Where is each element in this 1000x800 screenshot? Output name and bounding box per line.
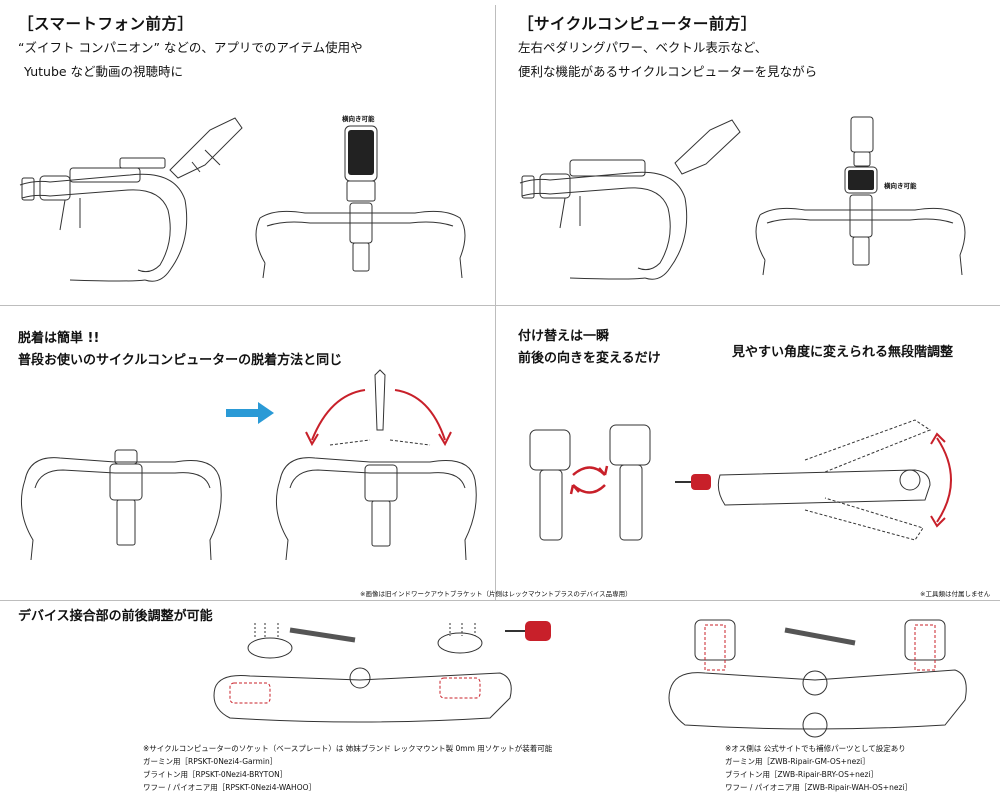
panel-device-adjust: デバイス接合部の前後調整が可能	[18, 606, 418, 628]
panel-smartphone-front: ［スマートフォン前方］ “ズイフト コンパニオン” などの、アプリでのアイテム使…	[18, 12, 488, 84]
panel-title: ［スマートフォン前方］	[18, 15, 194, 33]
illustration-adjust-left	[213, 623, 512, 723]
note-line: ※サイクルコンピューターのソケット（ベースプレート）は 姉妹ブランド レックマウ…	[143, 744, 553, 753]
text-line: Yutube など動画の視聴時に	[24, 64, 184, 79]
text-line: “ズイフト コンパニオン” などの、アプリでのアイテム使用や	[18, 40, 363, 55]
note-line: ワフー / パイオニア用［RPSKT-0Nezi4-WAHOO］	[143, 783, 316, 792]
illustration-front-view-phone	[255, 125, 466, 279]
text-line: 付け替えは一瞬	[518, 329, 610, 344]
illustration-side-view-phone	[19, 117, 243, 282]
note-line: ワフー / パイオニア用［ZWB-Ripair-WAH-OS+nezi］	[725, 783, 912, 792]
text-line: 前後の向きを変えるだけ	[518, 351, 661, 366]
panel-description: “ズイフト コンパニオン” などの、アプリでのアイテム使用や Yutube など…	[18, 36, 488, 84]
panel-quick-swap: 付け替えは一瞬 前後の向きを変えるだけ	[518, 326, 718, 370]
vertical-divider-top	[495, 5, 496, 600]
text-line: 便利な機能があるサイクルコンピューターを見ながら	[518, 64, 818, 79]
footnote: ※画像は旧インドワークアウトブラケット（片側はレックマウントプラスのデバイス品専…	[360, 590, 632, 598]
callout-label: 横向き可能	[884, 182, 917, 190]
panel-description: 左右ペダリングパワー、ベクトル表示など、 便利な機能があるサイクルコンピューター…	[518, 36, 988, 84]
notes-right: ※オス側は 公式サイトでも補修パーツとして設定あり ガーミン用［ZWB-Ripa…	[725, 742, 912, 794]
illustration-angle-adjust	[717, 419, 952, 541]
text-line: 見やすい角度に変えられる無段階調整	[732, 345, 954, 360]
panel-easy-detach: 脱着は簡単 !! 普段お使いのサイクルコンピューターの脱着方法と同じ	[18, 328, 488, 372]
note-line: ブライトン用［RPSKT-0Nezi4-BRYTON］	[143, 770, 288, 779]
horizontal-divider-1	[0, 305, 1000, 306]
blue-arrow-icon	[226, 402, 274, 424]
notes-left: ※サイクルコンピューターのソケット（ベースプレート）は 姉妹ブランド レックマウ…	[143, 742, 552, 794]
horizontal-divider-2	[0, 600, 1000, 601]
callout-label: 横向き可能	[342, 115, 375, 123]
screwdriver-icon	[675, 474, 711, 490]
panel-title: ［サイクルコンピューター前方］	[518, 15, 757, 33]
text-line: 左右ペダリングパワー、ベクトル表示など、	[518, 40, 768, 55]
illustration-detach-before	[20, 449, 222, 561]
illustration-detach-after	[275, 369, 477, 561]
illustration-side-view-computer	[519, 119, 741, 280]
note-line: ガーミン用［RPSKT-0Nezi4-Garmin］	[143, 757, 278, 766]
footnote: ※工具類は付属しません	[920, 590, 991, 598]
note-line: ブライトン用［ZWB-Ripair-BRY-OS+nezi］	[725, 770, 879, 779]
text-line: 脱着は簡単 !!	[18, 331, 100, 346]
panel-cyclocomputer-front: ［サイクルコンピューター前方］ 左右ペダリングパワー、ベクトル表示など、 便利な…	[518, 12, 988, 84]
note-line: ガーミン用［ZWB-Ripair-GM-OS+nezi］	[725, 757, 870, 766]
illustration-adjust-right	[668, 619, 967, 738]
screwdriver-icon	[505, 621, 551, 641]
text-line: 普段お使いのサイクルコンピューターの脱着方法と同じ	[18, 353, 343, 368]
panel-title: デバイス接合部の前後調整が可能	[18, 609, 213, 624]
illustration-front-view-computer	[755, 116, 966, 276]
illustration-swap-direction	[529, 424, 651, 541]
note-line: ※オス側は 公式サイトでも補修パーツとして設定あり	[725, 744, 906, 753]
